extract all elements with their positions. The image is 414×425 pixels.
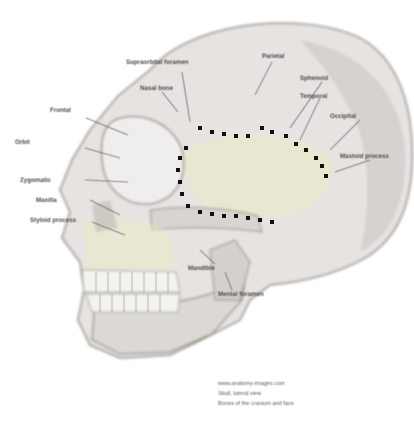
boundary-dot [180,192,184,196]
label-parietal: Parietal [262,53,285,60]
label-occipital: Occipital [330,113,356,120]
label-mandible: Mandible [188,265,215,272]
credit-line-3: Bones of the cranium and face [218,401,294,407]
temporal-region [184,135,332,215]
upper-teeth [82,270,180,292]
boundary-dot [246,134,250,138]
boundary-dot [270,220,274,224]
boundary-dot [234,134,238,138]
label-sphenoid: Sphenoid [300,75,328,82]
boundary-dot [198,210,202,214]
label-temporal: Temporal [300,93,328,100]
boundary-dot [222,214,226,218]
credit-line-1: www.anatomy-images.com [217,381,285,387]
boundary-dot [314,156,318,160]
boundary-dot [210,130,214,134]
label-nasal-bone: Nasal bone [140,85,174,92]
label-mastoid-process: Mastoid process [340,153,389,160]
label-mental-foramen: Mental foramen [218,291,264,298]
boundary-dot [198,126,202,130]
boundary-dot [176,168,180,172]
boundary-dot [234,214,238,218]
boundary-dot [258,218,262,222]
boundary-dot [246,216,250,220]
boundary-dot [210,212,214,216]
boundary-dot [294,142,298,146]
boundary-dot [184,146,188,150]
label-supraorbital-foramen: Supraorbital foramen [126,59,189,66]
label-maxilla: Maxilla [36,197,57,204]
boundary-dot [284,134,288,138]
label-orbit: Orbit [15,139,30,146]
label-zygomatic: Zygomatic [20,177,52,184]
boundary-dot [222,132,226,136]
boundary-dot [304,148,308,152]
boundary-dot [178,180,182,184]
credit-line-2: Skull, lateral view [218,391,262,397]
boundary-dot [270,130,274,134]
boundary-dot [178,156,182,160]
boundary-dot [186,204,190,208]
skull-illustration [60,23,412,358]
boundary-dot [324,174,328,178]
label-frontal: Frontal [50,107,71,114]
boundary-dot [260,126,264,130]
boundary-dot [320,164,324,168]
credit-text: www.anatomy-images.com Skull, lateral vi… [217,381,294,407]
label-styloid-process: Styloid process [30,217,77,224]
